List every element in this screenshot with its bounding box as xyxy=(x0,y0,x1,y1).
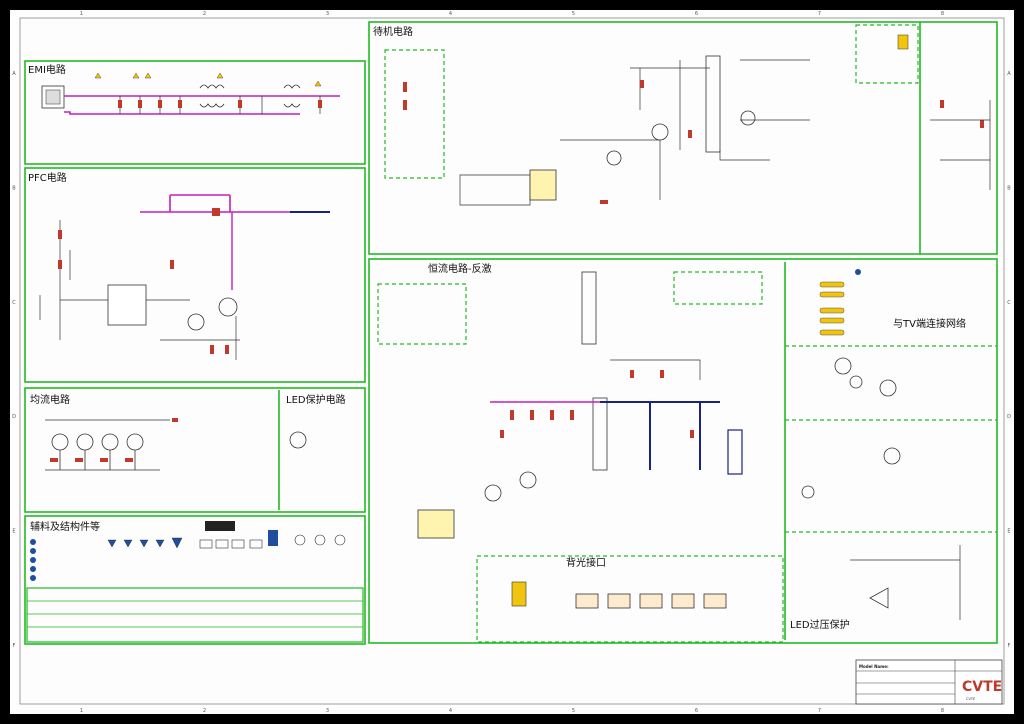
border-row-label: E xyxy=(12,529,15,535)
emi-title: EMI电路 xyxy=(28,63,66,76)
standby-transformer xyxy=(705,55,721,153)
pfc-circuit xyxy=(39,194,330,360)
border-column-label: 5 xyxy=(572,708,575,714)
aux-notes-lines xyxy=(26,587,364,643)
border-column-label: 4 xyxy=(449,11,452,17)
tv-interface-circuit xyxy=(801,269,901,499)
border-column-label: 2 xyxy=(203,11,206,17)
border-row-label: D xyxy=(12,414,16,420)
cc-transformer-1 xyxy=(581,271,597,345)
dashed-subframes xyxy=(377,24,997,643)
border-row-label: B xyxy=(12,186,16,192)
aux-black-part xyxy=(205,521,235,531)
standby-title: 待机电路 xyxy=(373,25,413,38)
pfc-frame xyxy=(24,167,366,383)
border-column-label: 3 xyxy=(326,11,329,17)
border-row-label: D xyxy=(1007,414,1011,420)
title-block: Model Name: CVTE CVTE xyxy=(855,659,1003,705)
cc-controller-ic xyxy=(417,509,455,539)
cvte-logo-sub: CVTE xyxy=(966,697,975,701)
border-row-label: E xyxy=(1007,529,1010,535)
title-block-model-label: Model Name: xyxy=(859,664,889,669)
border-column-label: 6 xyxy=(695,11,698,17)
border-row-label: F xyxy=(1008,643,1011,649)
border-row-labels: A A B B C C D D E E F F xyxy=(12,71,1011,649)
cc-title: 恒流电路-反激 xyxy=(428,262,492,275)
border-row-label: C xyxy=(12,300,16,306)
border-column-label: 7 xyxy=(818,11,821,17)
backlight-connectors xyxy=(511,581,727,609)
backlight-title: 背光接口 xyxy=(566,556,606,569)
pfc-title: PFC电路 xyxy=(28,171,67,184)
section-frames xyxy=(24,21,998,645)
border-column-label: 4 xyxy=(449,708,452,714)
standby-frame xyxy=(368,21,998,255)
inner-border xyxy=(19,17,1005,705)
led-protect-title: LED保护电路 xyxy=(286,393,346,406)
paper xyxy=(10,10,1014,714)
aux-parts xyxy=(30,521,346,581)
balance-title: 均流电路 xyxy=(30,393,70,406)
border-row-label: C xyxy=(1007,300,1011,306)
aux-title: 辅料及结构件等 xyxy=(30,520,100,533)
cvte-logo: CVTE xyxy=(962,679,1002,695)
emi-circuit xyxy=(41,72,340,115)
border-column-label: 8 xyxy=(941,11,944,17)
aux-frame xyxy=(24,515,366,645)
border-column-label: 3 xyxy=(326,708,329,714)
standby-circuit xyxy=(403,34,991,206)
border-column-labels: 1 1 2 2 3 3 4 4 5 5 6 6 7 7 8 8 xyxy=(80,11,944,714)
cc-frame xyxy=(368,258,998,644)
cc-flyback-circuit xyxy=(417,271,743,539)
led-ovp-title: LED过压保护 xyxy=(790,618,850,631)
cc-transformer-2 xyxy=(592,397,608,471)
border-row-label: A xyxy=(12,71,16,77)
border-column-label: 1 xyxy=(80,708,83,714)
border-column-label: 6 xyxy=(695,708,698,714)
border-column-label: 7 xyxy=(818,708,821,714)
pfc-controller-ic xyxy=(107,284,147,326)
border-column-label: 8 xyxy=(941,708,944,714)
balance-circuit xyxy=(45,418,307,471)
border-row-label: F xyxy=(13,643,16,649)
border-column-label: 5 xyxy=(572,11,575,17)
border-column-label: 1 xyxy=(80,11,83,17)
led-ovp-circuit xyxy=(850,545,961,620)
border-column-label: 2 xyxy=(203,708,206,714)
border-row-label: B xyxy=(1007,186,1011,192)
standby-controller-ic xyxy=(529,169,557,201)
emi-frame xyxy=(24,60,366,165)
balance-frame xyxy=(24,387,366,513)
border-row-label: A xyxy=(1007,71,1011,77)
tv-interface-title: 与TV端连接网络 xyxy=(893,317,966,330)
